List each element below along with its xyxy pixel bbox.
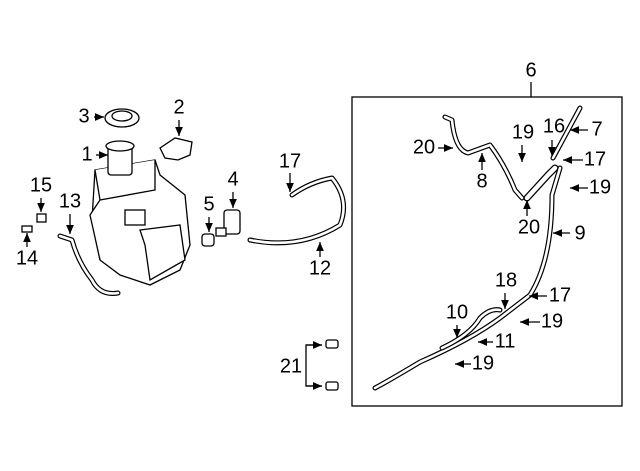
hose-8-part (442, 114, 525, 201)
leader-lines (23, 113, 588, 368)
callout-19-right: 19 (589, 176, 611, 198)
callout-20-upper: 20 (413, 136, 435, 158)
callout-20-lower: 20 (518, 216, 540, 238)
callout-17-upper: 17 (584, 148, 606, 170)
callout-16: 16 (543, 115, 565, 137)
hose-13-part (57, 233, 121, 296)
hose-7-part (550, 105, 583, 161)
callout-11: 11 (495, 330, 516, 352)
callout-4: 4 (227, 168, 238, 190)
hose-10-part (439, 307, 503, 351)
callout-19-bottom: 19 (472, 352, 494, 374)
callout-9: 9 (574, 222, 585, 244)
hose-9-part (372, 165, 563, 391)
hose-20-connector-part (523, 164, 559, 202)
reservoir-cap-part (104, 108, 140, 128)
nozzle-21-upper-part (325, 339, 339, 349)
pump-grommet-part (201, 233, 215, 247)
clip-15-part (36, 213, 47, 223)
clip-14-part (21, 225, 33, 233)
callout-15: 15 (30, 174, 52, 196)
washer-pump-part (215, 209, 241, 237)
hose-12-part (247, 175, 347, 246)
washer-reservoir-part (89, 140, 191, 286)
callout-1: 1 (81, 143, 92, 165)
callout-5: 5 (203, 193, 214, 215)
callout-13: 13 (59, 190, 81, 212)
callout-19-top: 19 (512, 121, 534, 143)
callout-2: 2 (173, 96, 184, 118)
callout-18: 18 (495, 269, 517, 291)
callout-17-lower: 17 (549, 284, 571, 306)
callout-21-bracket (305, 344, 322, 387)
callout-6: 6 (525, 59, 536, 81)
callout-12: 12 (309, 257, 331, 279)
callout-8: 8 (476, 170, 487, 192)
callout-7: 7 (591, 118, 602, 140)
callout-10: 10 (446, 301, 468, 323)
bracket-part (159, 137, 193, 161)
callout-17-outside: 17 (279, 150, 301, 172)
hose-assembly-group-box (351, 96, 623, 407)
callout-21: 21 (280, 355, 302, 377)
nozzle-21-lower-part (325, 381, 339, 391)
callout-3: 3 (78, 105, 89, 127)
callout-19-middle: 19 (541, 310, 563, 332)
callout-14: 14 (16, 247, 38, 269)
